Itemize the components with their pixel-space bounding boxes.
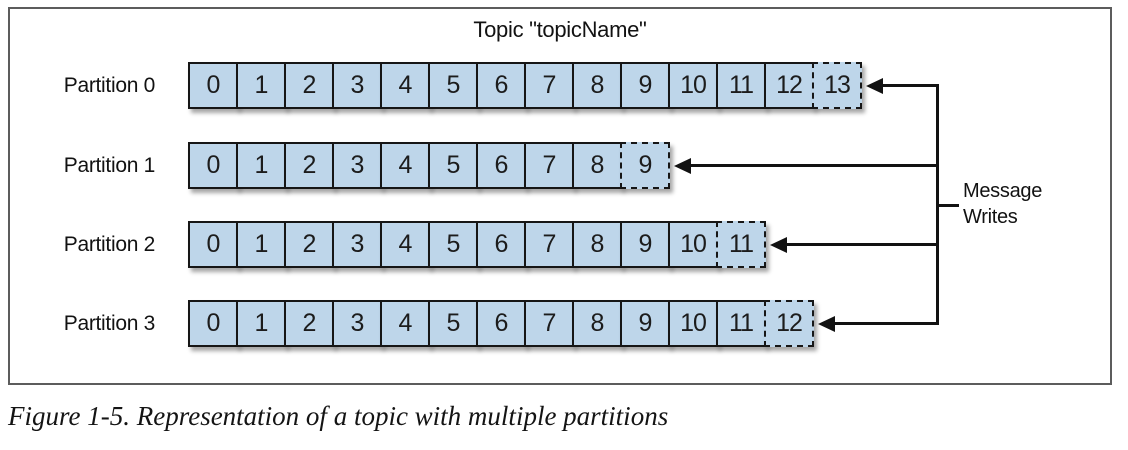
message-cell: 8: [572, 221, 622, 268]
next-write-cell: 11: [716, 221, 766, 268]
message-cell: 3: [332, 300, 382, 347]
message-cell: 10: [668, 300, 718, 347]
message-cell: 3: [332, 142, 382, 189]
message-cell: 5: [428, 221, 478, 268]
message-cell: 10: [668, 221, 718, 268]
message-cell: 7: [524, 300, 574, 347]
message-cell: 2: [284, 62, 334, 109]
message-cell: 10: [668, 62, 718, 109]
partition-label: Partition 2: [63, 233, 156, 256]
write-arrow-head-icon: [674, 157, 691, 174]
message-cell: 1: [236, 300, 286, 347]
message-cell: 3: [332, 221, 382, 268]
figure-caption: Figure 1-5. Representation of a topic wi…: [8, 401, 669, 431]
message-cell: 4: [380, 300, 430, 347]
message-cell: 3: [332, 62, 382, 109]
message-cell: 1: [236, 221, 286, 268]
write-arrow-head-icon: [770, 236, 787, 253]
message-cell: 7: [524, 221, 574, 268]
message-cell: 6: [476, 300, 526, 347]
message-cell: 9: [620, 300, 670, 347]
writes-label-tick: [936, 204, 959, 207]
next-write-cell: 9: [620, 142, 670, 189]
next-write-cell: 12: [764, 300, 814, 347]
message-cell: 5: [428, 142, 478, 189]
message-cell: 0: [188, 142, 238, 189]
partition-label: Partition 0: [63, 74, 156, 97]
message-cell: 1: [236, 62, 286, 109]
message-cell: 0: [188, 62, 238, 109]
write-arrow-head-icon: [818, 315, 835, 332]
message-cell: 4: [380, 62, 430, 109]
message-cell: 9: [620, 62, 670, 109]
message-cell: 5: [428, 62, 478, 109]
write-arrow-line: [881, 84, 939, 87]
message-cell: 2: [284, 300, 334, 347]
message-cell: 8: [572, 142, 622, 189]
write-arrow-line: [689, 164, 939, 167]
message-cell: 7: [524, 142, 574, 189]
message-cell: 5: [428, 300, 478, 347]
message-cell: 8: [572, 300, 622, 347]
partition-label: Partition 3: [63, 312, 156, 335]
message-cell: 11: [716, 300, 766, 347]
message-cell: 6: [476, 221, 526, 268]
message-cell: 9: [620, 221, 670, 268]
message-cell: 11: [716, 62, 766, 109]
message-cell: 2: [284, 221, 334, 268]
message-writes-label: Message Writes: [963, 178, 1042, 230]
topic-title: Topic "topicName": [473, 17, 647, 42]
message-cell: 0: [188, 300, 238, 347]
message-writes-line1: Message: [963, 180, 1043, 202]
write-arrow-line: [833, 322, 939, 325]
partition-label: Partition 1: [63, 154, 156, 177]
message-cell: 6: [476, 142, 526, 189]
message-writes-line2: Writes: [963, 206, 1018, 228]
message-cell: 12: [764, 62, 814, 109]
write-arrow-head-icon: [866, 77, 883, 94]
message-cell: 8: [572, 62, 622, 109]
message-cell: 1: [236, 142, 286, 189]
message-cell: 4: [380, 221, 430, 268]
message-cell: 4: [380, 142, 430, 189]
message-cell: 2: [284, 142, 334, 189]
message-cell: 7: [524, 62, 574, 109]
write-arrow-line: [785, 243, 939, 246]
message-cell: 0: [188, 221, 238, 268]
next-write-cell: 13: [812, 62, 862, 109]
message-cell: 6: [476, 62, 526, 109]
